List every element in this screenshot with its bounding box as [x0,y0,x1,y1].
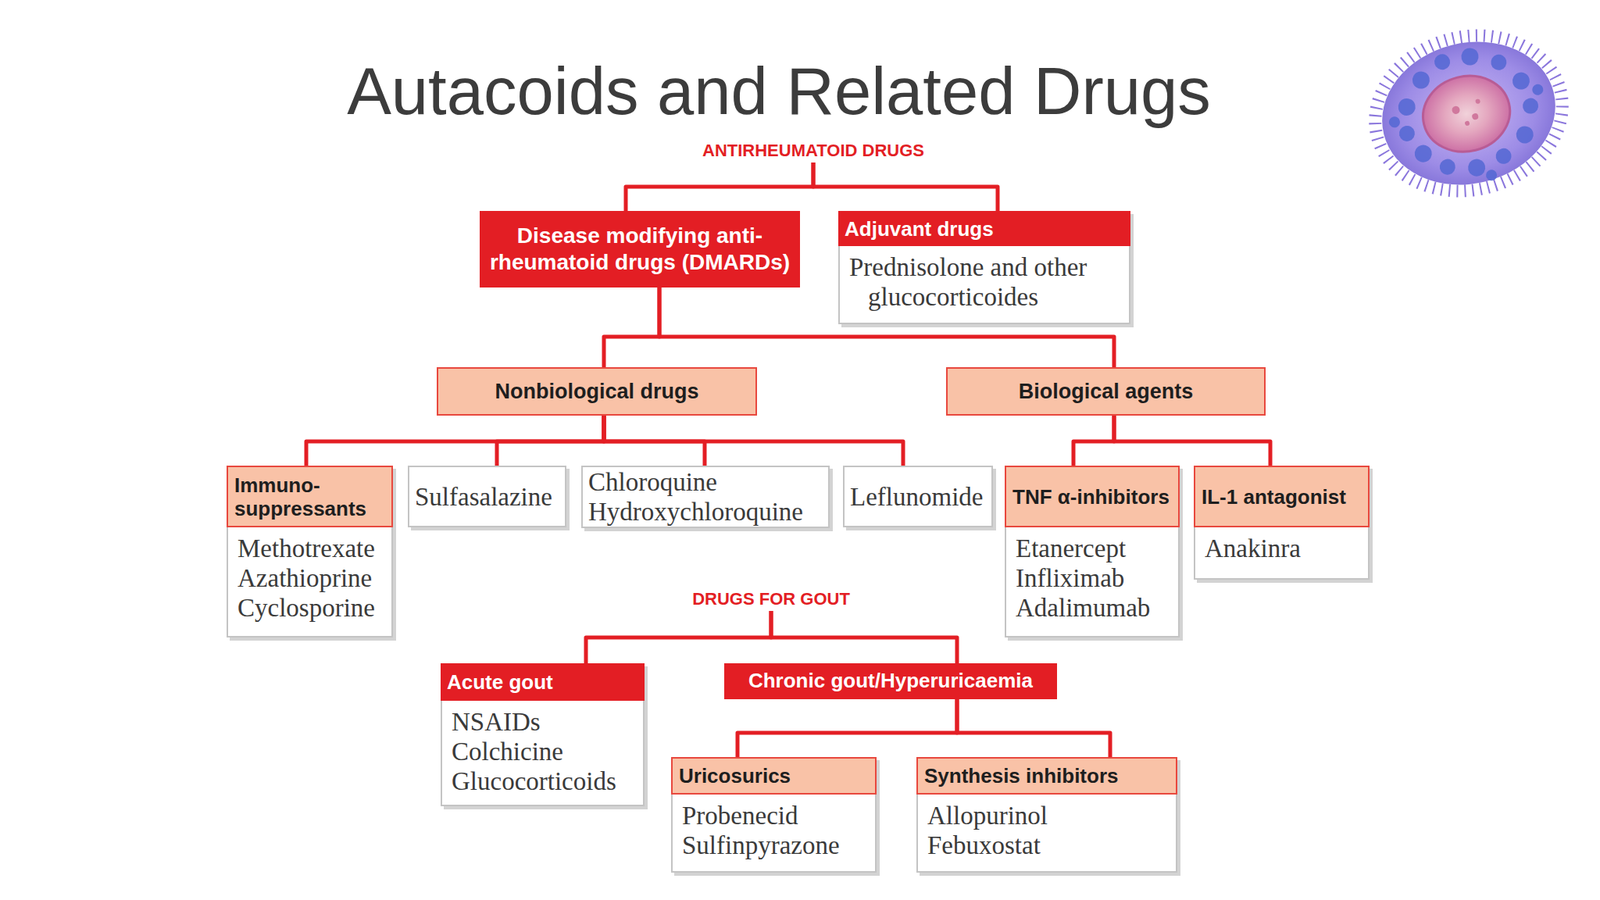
class-box: Biological agents [946,367,1266,416]
box-heading: IL-1 antagonist [1193,465,1370,528]
drug-name: Sulfasalazine [414,482,560,512]
drug-name: Hydroxychloroquine [588,496,823,527]
category-box: Chronic gout/Hyperuricaemia [724,663,1058,700]
heading-text: Acute gout [446,670,639,694]
nucleus-dots [1450,98,1486,129]
tree-connector [603,287,660,368]
drug-name: Probenecid [682,800,869,831]
tree-connector [737,699,958,758]
section-heading: DRUGS FOR GOUT [614,587,928,611]
box-body: NSAIDsColchicineGlucocorticoids [442,700,643,801]
drug-name: NSAIDs [451,707,637,737]
drug-group-box: TNF α-inhibitorsEtanerceptInfliximabAdal… [1004,465,1180,638]
tree-connector [585,610,772,664]
slide-title: Autacoids and Related Drugs [312,57,1246,125]
drug-name: Sulfinpyrazone [682,830,869,861]
drug-group-box: UricosuricsProbenecidSulfinpyrazone [671,757,877,873]
drug-name: Allopurinol [927,800,1170,831]
drug-name: Chloroquine [588,467,823,497]
cell-spikes [1363,25,1575,202]
tree-connector [771,610,958,664]
section-heading: ANTIRHEUMATOID DRUGS [657,139,970,163]
drug-name: Azathioprine [237,563,386,593]
drug-name: Cyclosporine [237,592,386,623]
box-body: Anakinra [1195,527,1368,568]
drug-group-box: Acute goutNSAIDsColchicineGlucocorticoid… [440,663,645,807]
box-label: Chronic gout/Hyperuricaemia [748,668,1033,693]
drug-group-box: Synthesis inhibitorsAllopurinolFebuxosta… [916,757,1178,873]
tree-connector [1073,415,1115,466]
heading-text: IL-1 antagonist [1201,485,1362,509]
heading-text: Uricosurics [678,764,869,788]
drug-name: Febuxostat [927,830,1170,861]
drug-group-box: IL-1 antagonistAnakinra [1193,465,1370,580]
tree-connector [496,415,604,466]
drug-name: Prednisolone and other glucocorticoides [849,252,1123,312]
drug-name: Glucocorticoids [451,766,637,797]
box-body: ProbenecidSulfinpyrazone [672,794,875,865]
category-box: Adjuvant drugsPrednisolone and other glu… [838,210,1131,325]
drug-name: Leflunomide [850,482,986,512]
box-heading: Synthesis inhibitors [916,757,1178,795]
box-label: Nonbiological drugs [495,378,700,404]
tree-connector [603,415,904,466]
heading-text: Immuno-suppressants [234,473,386,521]
box-label: Disease modifying anti-rheumatoid drugs … [484,222,796,275]
category-box: Disease modifying anti-rheumatoid drugs … [479,210,800,288]
cell-shape [1363,25,1575,202]
cell-illustration [1363,25,1575,202]
drug-name: Infliximab [1015,563,1172,593]
drug-name: Etanercept [1015,533,1172,564]
box-heading: Uricosurics [671,757,877,795]
box-body: AllopurinolFebuxostat [917,794,1176,865]
cell-body [1367,25,1572,202]
class-box: Nonbiological drugs [436,367,758,416]
drug-name: Methotrexate [237,533,386,564]
tree-connector [1114,415,1271,466]
tree-connector [813,162,998,211]
box-heading: TNF α-inhibitors [1004,465,1180,528]
box-heading: Adjuvant drugs [838,210,1131,247]
box-heading: Acute gout [440,663,645,701]
drug-box: Sulfasalazine [407,465,567,528]
cell-nucleus [1414,67,1518,161]
tree-connector [306,415,604,466]
box-label: Biological agents [1018,378,1194,404]
tree-connector [625,162,814,211]
heading-text: Synthesis inhibitors [924,764,1170,788]
box-label: ANTIRHEUMATOID DRUGS [702,140,925,161]
cell-granules [1375,32,1562,202]
box-body: Prednisolone and other glucocorticoides [839,246,1129,317]
drug-group-box: Immuno-suppressantsMethotrexateAzathiopr… [226,465,393,638]
box-body: EtanerceptInfliximabAdalimumab [1006,527,1179,628]
drug-name: Adalimumab [1015,592,1172,623]
heading-text: TNF α-inhibitors [1012,485,1172,509]
drug-box: Leflunomide [842,465,993,528]
tree-connector [957,699,1111,758]
drug-name: Colchicine [451,736,637,767]
box-label: DRUGS FOR GOUT [692,589,850,610]
drug-box: ChloroquineHydroxychloroquine [581,465,830,529]
heading-text: Adjuvant drugs [844,217,1125,241]
box-body: MethotrexateAzathioprineCyclosporine [228,527,392,628]
drug-name: Anakinra [1204,533,1362,564]
box-heading: Immuno-suppressants [226,465,393,528]
